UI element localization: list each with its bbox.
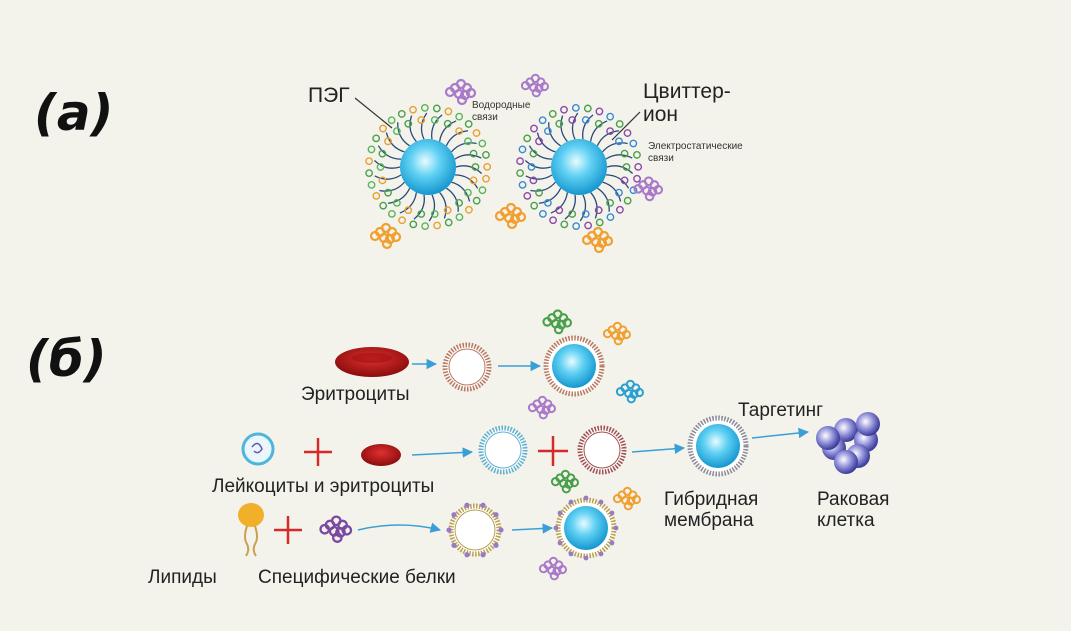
- zwitterion-label: Цвиттер- ион: [643, 80, 731, 126]
- orange-protein-icon: [369, 222, 402, 250]
- peg-label: ПЭГ: [308, 84, 350, 107]
- hybrid-membrane-nanoparticle-icon: [687, 415, 749, 477]
- hydrogen-bonds-line1: Водородные: [472, 100, 531, 111]
- zwitterion-line1: Цвиттер-: [643, 80, 731, 103]
- targeting-arrow: [751, 427, 810, 439]
- flow-arrow: [511, 523, 554, 534]
- rbc-membrane-vesicle-icon: [577, 425, 627, 475]
- lipid-icon: [238, 503, 264, 557]
- plus-icon: [274, 516, 302, 544]
- purple-protein-icon: [520, 73, 549, 98]
- leukocyte-membrane-vesicle-icon: [478, 425, 528, 475]
- green-protein-icon: [550, 469, 579, 494]
- panel-a-label: (а): [34, 84, 114, 142]
- green-protein-icon: [542, 309, 573, 335]
- lipids-label: Липиды: [148, 567, 217, 588]
- plus-icon: [538, 436, 568, 466]
- hybrid-line2: мембрана: [664, 509, 754, 531]
- plus-icon: [304, 438, 332, 466]
- peg-leader-line: [354, 97, 393, 129]
- orange-protein-icon: [602, 321, 631, 346]
- specific-protein-icon: [319, 515, 353, 543]
- rbc-membrane-vesicle-icon: [442, 342, 492, 392]
- cancer-line1: Раковая: [817, 489, 890, 510]
- electrostatic-line1: Электростатические: [648, 141, 743, 152]
- flow-arrow: [357, 522, 442, 533]
- teal-protein-icon: [615, 379, 644, 404]
- erythrocyte-icon: [335, 347, 409, 377]
- rbc-coated-nanoparticle-icon: [543, 335, 605, 397]
- orange-protein-icon: [612, 486, 641, 511]
- purple-protein-icon: [527, 395, 556, 420]
- cancer-cell-label: Раковая клетка: [817, 489, 890, 532]
- protein-coated-nanoparticle-icon: [553, 495, 619, 561]
- protein-lipid-vesicle-icon: [446, 502, 504, 558]
- purple-protein-icon: [538, 556, 567, 581]
- flow-arrow: [411, 447, 474, 458]
- hydrogen-bonds-label: Водородные связи: [472, 100, 530, 123]
- zwitterion-leader-line: [611, 111, 641, 141]
- hybrid-membrane-label: Гибридная мембрана: [664, 489, 759, 532]
- specific-proteins-label: Специфические белки: [258, 567, 456, 588]
- erythrocytes-label: Эритроциты: [301, 384, 410, 405]
- zwitterion-line2: ион: [643, 103, 679, 127]
- orange-protein-icon: [494, 202, 527, 230]
- electrostatic-bonds-label: Электростатические связи: [648, 141, 743, 164]
- leuko-erythro-label: Лейкоциты и эритроциты: [212, 476, 435, 497]
- orange-protein-icon: [581, 226, 614, 254]
- leukocyte-icon: [241, 432, 275, 466]
- hydrogen-bonds-line2: связи: [472, 111, 498, 123]
- targeting-label: Таргетинг: [738, 400, 824, 421]
- cancer-line2: клетка: [817, 509, 875, 531]
- peg-nanoparticle: [365, 103, 492, 231]
- cancer-cell-icon: [816, 412, 880, 474]
- electrostatic-line2: связи: [648, 152, 674, 164]
- flow-arrow: [631, 443, 686, 454]
- erythrocyte-icon: [361, 444, 401, 466]
- purple-protein-icon: [633, 176, 664, 202]
- hybrid-line1: Гибридная: [664, 489, 759, 510]
- zwitterion-nanoparticle: [516, 103, 643, 231]
- purple-protein-icon: [444, 78, 477, 106]
- panel-b-label: (б): [26, 330, 107, 388]
